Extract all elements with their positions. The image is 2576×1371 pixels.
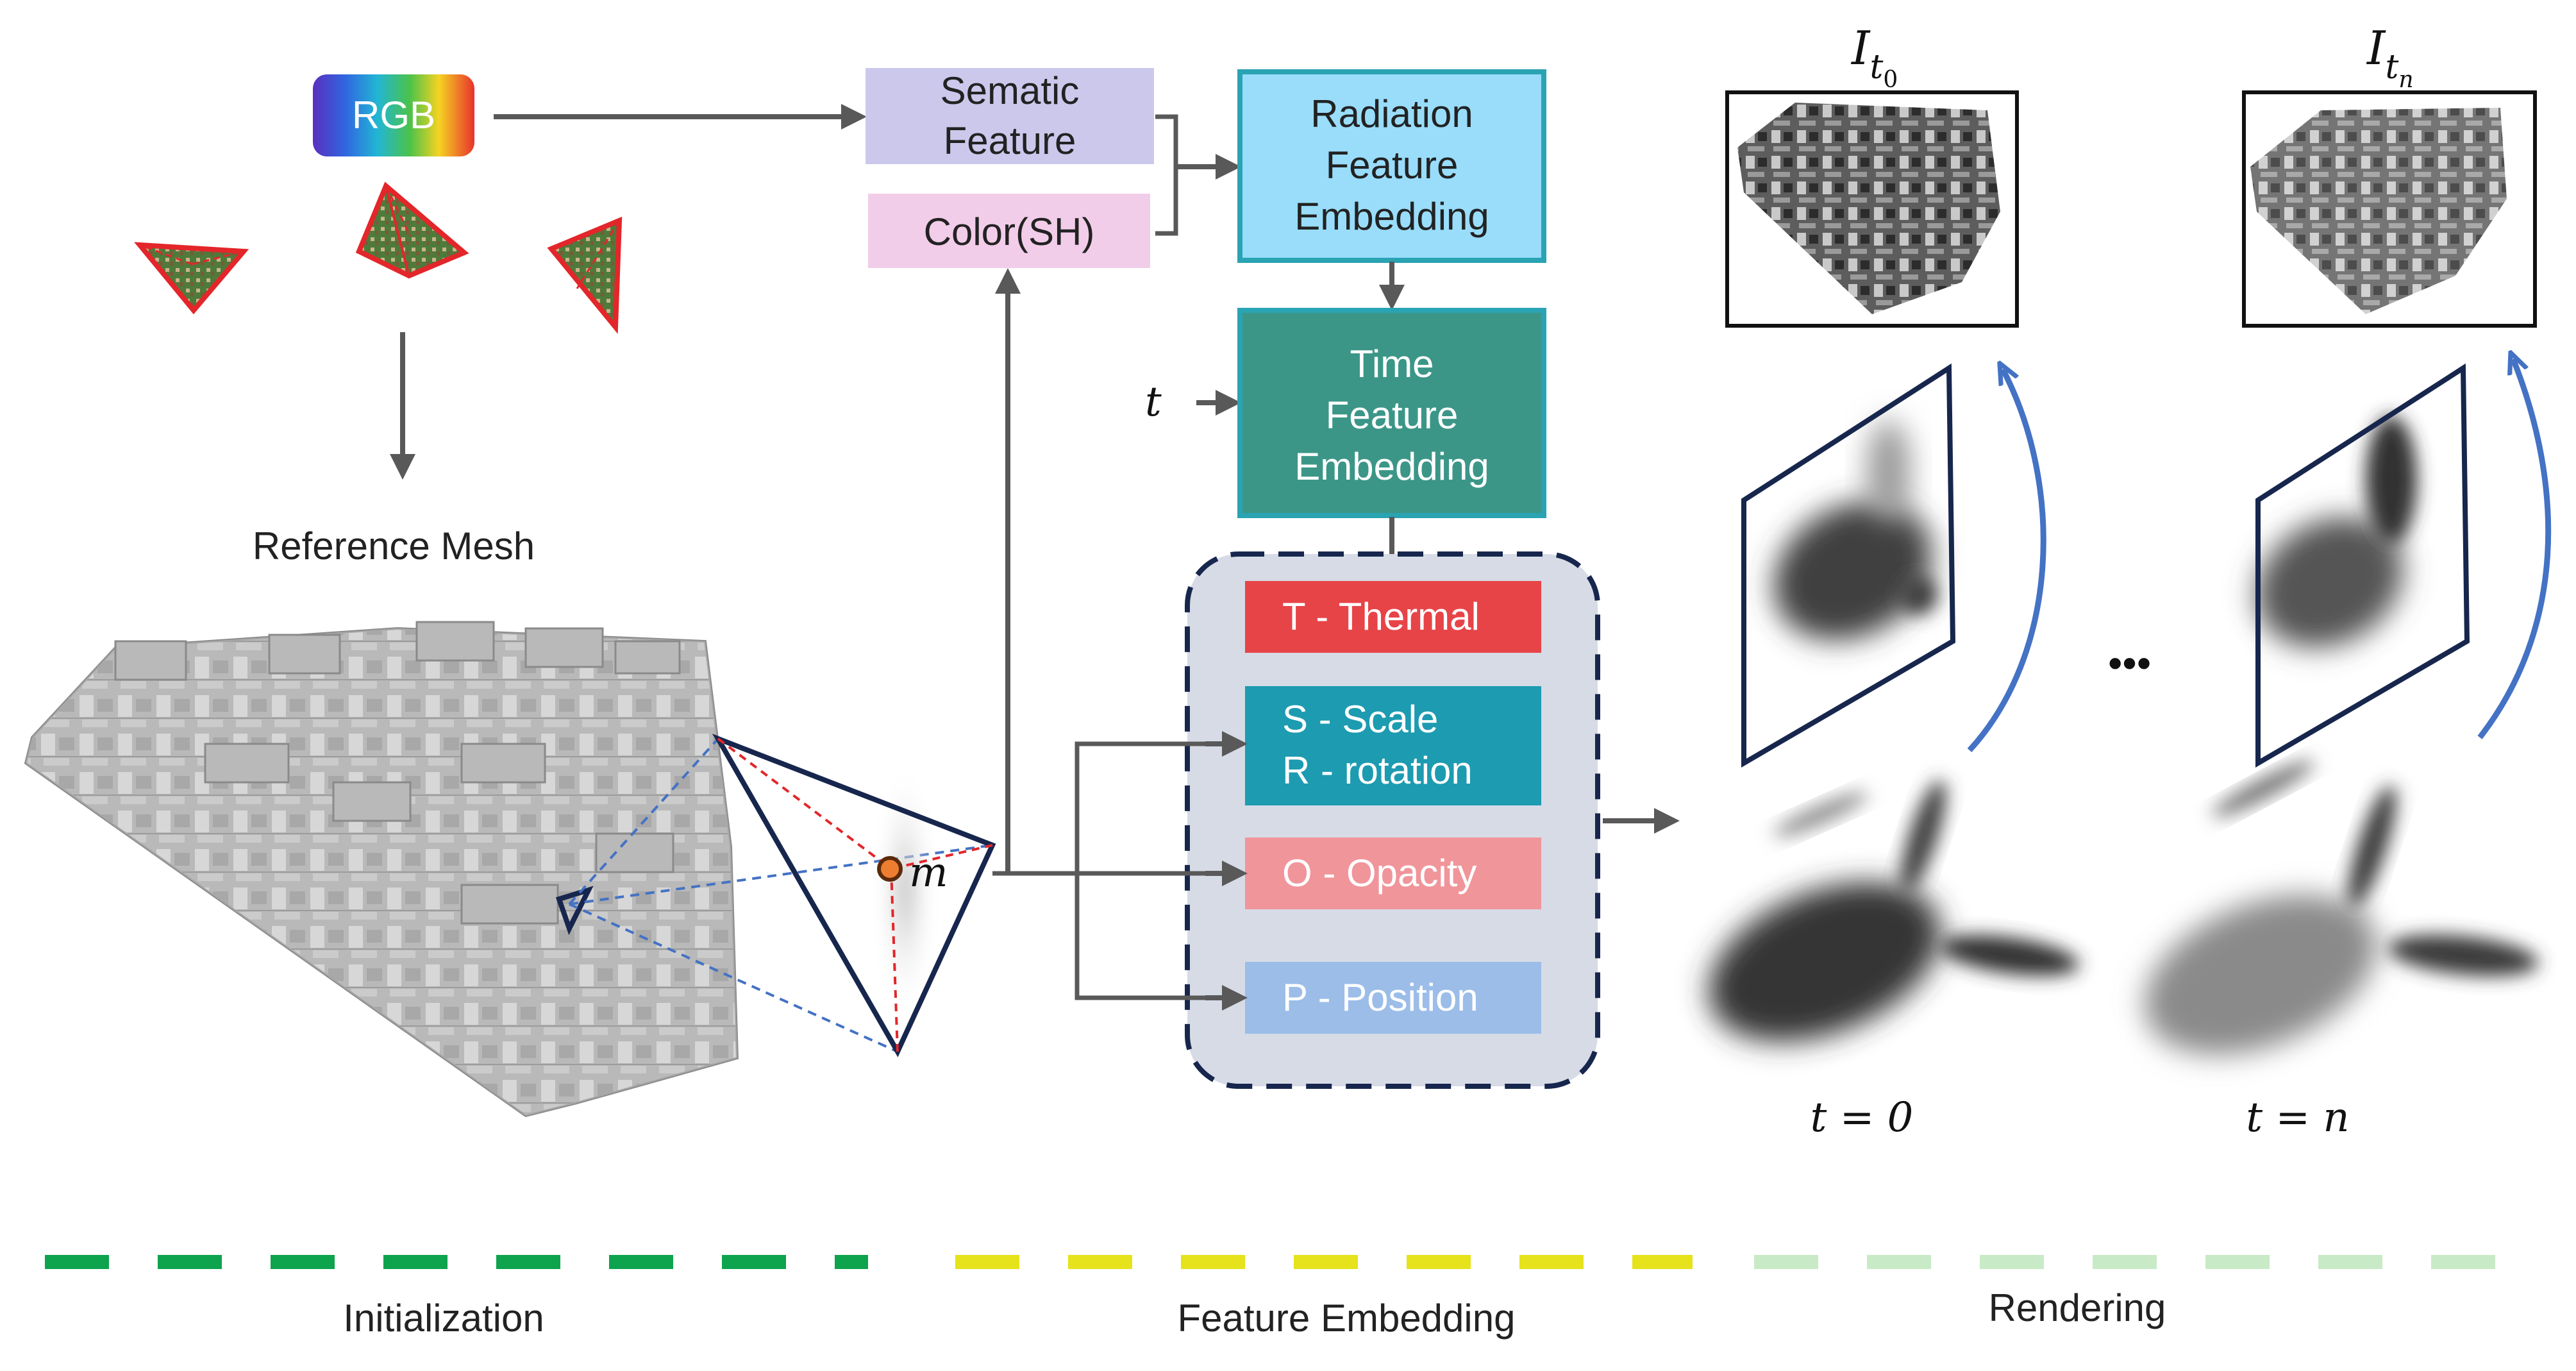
reference-mesh-image xyxy=(24,621,739,1118)
time-label-3: Embedding xyxy=(1294,445,1489,488)
image-tn-base: I xyxy=(2366,21,2386,75)
scale-rotation-attribute: S - Scale R - rotation xyxy=(1245,686,1541,805)
semantic-feature-box: Sematic Feature xyxy=(866,68,1154,164)
reference-mesh-label: Reference Mesh xyxy=(253,525,535,568)
color-sh-box: Color(SH) xyxy=(868,194,1150,268)
feature-embedding-label: Feature Embedding xyxy=(1178,1297,1516,1340)
image-plane-t0 xyxy=(1741,363,1956,768)
time-t0-label: t = 0 xyxy=(1811,1094,1914,1141)
radiation-label-2: Feature xyxy=(1326,144,1459,187)
rendered-image-tn xyxy=(2242,90,2537,328)
camera-right-icon xyxy=(547,216,623,334)
time-label-2: Feature xyxy=(1326,394,1459,437)
image-tn-subsub: n xyxy=(2398,67,2413,93)
projection-tetrahedron xyxy=(568,734,996,1057)
image-t0-sub: t xyxy=(1869,48,1883,87)
camera-center-icon xyxy=(355,181,469,279)
semantic-feature-label-2: Feature xyxy=(944,119,1076,162)
image-t0-title: It0 xyxy=(1850,21,1898,93)
image-t0-base: I xyxy=(1850,21,1871,75)
opacity-attribute: O - Opacity xyxy=(1245,837,1541,909)
image-tn-title: Itn xyxy=(2366,21,2414,93)
time-label-1: Time xyxy=(1350,342,1434,385)
rgb-badge: RGB xyxy=(313,74,474,156)
time-tn-label: t = n xyxy=(2246,1094,2349,1141)
image-tn-sub: t xyxy=(2385,48,2398,87)
thermal-attribute: T - Thermal xyxy=(1245,581,1541,653)
image-plane-tn xyxy=(2255,363,2470,768)
time-input-label: t xyxy=(1145,378,1162,426)
position-label: P - Position xyxy=(1282,976,1478,1019)
semantic-feature-label-1: Sematic xyxy=(941,69,1080,112)
position-attribute: P - Position xyxy=(1245,962,1541,1034)
radiation-label-3: Embedding xyxy=(1294,195,1489,238)
gaussian-cluster-tn xyxy=(2145,760,2539,1055)
render-arrow-t0 xyxy=(1967,369,2046,753)
rendering-label: Rendering xyxy=(1989,1286,2166,1329)
time-feature-embedding-box: Time Feature Embedding xyxy=(1237,308,1546,518)
rotation-label: R - rotation xyxy=(1282,749,1473,792)
ellipsis-label: ••• xyxy=(2108,640,2151,686)
radiation-label-1: Radiation xyxy=(1310,92,1473,135)
initialization-label: Initialization xyxy=(343,1297,544,1340)
thermal-label: T - Thermal xyxy=(1282,595,1480,638)
radiation-feature-embedding-box: Radiation Feature Embedding xyxy=(1237,69,1546,263)
rgb-label: RGB xyxy=(352,94,435,137)
color-sh-label: Color(SH) xyxy=(924,210,1095,253)
render-arrow-tn xyxy=(2477,359,2552,739)
gaussian-point-icon xyxy=(877,856,903,882)
scale-label: S - Scale xyxy=(1282,698,1438,741)
bracket-semantic xyxy=(1155,114,1178,236)
camera-left-icon xyxy=(134,242,249,315)
gaussian-cluster-t0 xyxy=(1709,780,2079,1042)
point-m-label: m xyxy=(909,849,948,896)
opacity-label: O - Opacity xyxy=(1282,852,1476,895)
image-t0-subsub: 0 xyxy=(1883,67,1898,93)
rendered-image-t0 xyxy=(1725,90,2019,328)
